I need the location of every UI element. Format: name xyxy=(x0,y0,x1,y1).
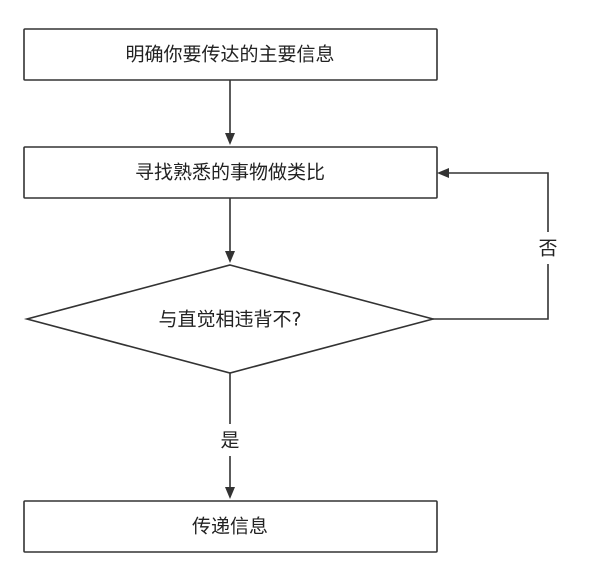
node-deliver-label: 传递信息 xyxy=(192,516,268,538)
arrowhead-down xyxy=(225,133,235,145)
edge-no-label: 否 xyxy=(538,238,557,260)
edge-goal-to-analogy xyxy=(225,80,235,145)
node-find-analogy-label: 寻找熟悉的事物做类比 xyxy=(135,162,325,184)
edge-yes-label-bg xyxy=(216,424,244,456)
edge-no-label-bg xyxy=(536,232,560,264)
arrowhead-left xyxy=(437,168,449,178)
node-deliver: 传递信息 xyxy=(23,500,438,553)
node-decision-label: 与直觉相违背不? xyxy=(158,309,301,331)
node-decision: 与直觉相违背不? xyxy=(23,264,437,374)
node-goal: 明确你要传达的主要信息 xyxy=(23,28,438,81)
edge-analogy-to-decision xyxy=(225,198,235,263)
edge-decision-no-loop-line xyxy=(433,172,549,320)
node-deliver-box xyxy=(23,500,438,553)
edge-yes-label: 是 xyxy=(220,430,239,452)
edge-decision-yes: 是 xyxy=(216,373,244,499)
node-goal-label: 明确你要传达的主要信息 xyxy=(125,44,334,66)
arrowhead-down xyxy=(225,251,235,263)
arrowhead-down xyxy=(225,487,235,499)
node-find-analogy: 寻找熟悉的事物做类比 xyxy=(23,146,438,199)
edge-decision-no-loop: 否 xyxy=(433,168,560,320)
